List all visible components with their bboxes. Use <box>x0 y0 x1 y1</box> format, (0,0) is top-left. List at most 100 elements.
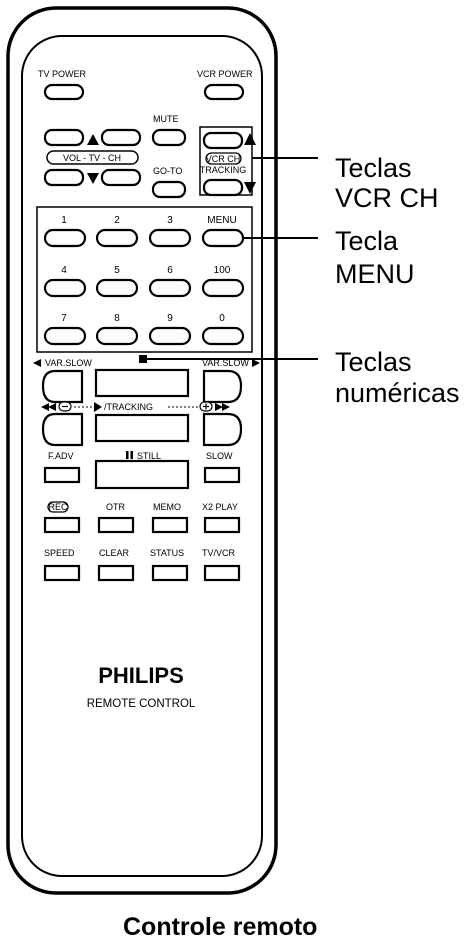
key-9-label: 9 <box>167 313 173 324</box>
still-label: STILL <box>137 451 161 461</box>
key-3-button[interactable] <box>148 228 192 248</box>
clear-button[interactable] <box>97 564 135 582</box>
tracking-mid-label: /TRACKING <box>104 402 153 412</box>
slow-button[interactable] <box>203 466 241 484</box>
memo-label: MEMO <box>153 502 181 512</box>
play-arrow-icon <box>94 402 102 412</box>
vcr-ch-label: VCR CH <box>206 154 241 164</box>
key-8-label: 8 <box>114 313 120 324</box>
vcr-ch-pill <box>205 152 242 165</box>
vol-up-left-button[interactable] <box>43 128 85 147</box>
brand-logo: PHILIPS <box>98 663 184 688</box>
rec-label: REC <box>48 502 68 512</box>
var-slow-right-button[interactable] <box>202 369 243 404</box>
pause-bar-1-icon <box>126 451 129 459</box>
pause-bar-2-icon <box>130 451 133 459</box>
rewind-arrow-1-icon <box>41 403 49 411</box>
key-4-button[interactable] <box>43 278 87 298</box>
slow-label: SLOW <box>206 451 233 461</box>
vol-down-right-button[interactable] <box>100 168 142 187</box>
key-6-button[interactable] <box>148 278 192 298</box>
go-to-label: GO-TO <box>153 166 182 176</box>
status-label: STATUS <box>150 548 184 558</box>
menu-callout-line2: MENU <box>335 259 415 289</box>
var-slow-right-arrow-icon <box>252 359 260 367</box>
key-100-button[interactable] <box>201 278 245 298</box>
vcr-ch-down-arrow-icon <box>244 182 256 194</box>
x2-play-button[interactable] <box>203 516 241 534</box>
key-1-button[interactable] <box>43 228 87 248</box>
numeric-callout-line2: numéricas <box>335 378 460 408</box>
var-slow-left-arrow-icon <box>33 359 41 367</box>
vcr-ch-up-button[interactable] <box>202 131 244 150</box>
f-adv-button[interactable] <box>43 466 81 484</box>
rewind-button[interactable] <box>41 412 84 447</box>
tracking-label: TRACKING <box>200 165 247 175</box>
vol-tv-ch-bar <box>46 150 139 165</box>
vol-tv-ch-label: VOL - TV - CH <box>63 153 121 163</box>
up-arrow-icon <box>87 134 99 145</box>
key-4-label: 4 <box>61 265 67 276</box>
key-5-label: 5 <box>114 265 120 276</box>
numeric-keys-box <box>36 206 253 353</box>
vol-down-left-button[interactable] <box>43 168 85 187</box>
fast-forward-button[interactable] <box>202 412 243 447</box>
fast-forward-arrow-1-icon <box>215 403 223 411</box>
vcr-ch-up-arrow-icon <box>244 133 256 145</box>
otr-label: OTR <box>106 502 125 512</box>
rec-button[interactable] <box>43 516 81 534</box>
brand-subtitle: REMOTE CONTROL <box>87 698 196 710</box>
vcr-power-label: VCR POWER <box>197 69 253 79</box>
mute-label: MUTE <box>153 114 179 124</box>
stop-button[interactable] <box>94 368 190 398</box>
rec-pill <box>47 501 69 513</box>
key-100-label: 100 <box>214 265 231 276</box>
key-7-button[interactable] <box>43 326 87 346</box>
vcr-ch-callout-line2: VCR CH <box>335 183 439 213</box>
var-slow-left-button[interactable] <box>41 369 84 404</box>
tv-vcr-label: TV/VCR <box>202 548 236 558</box>
play-button[interactable] <box>94 413 190 443</box>
go-to-button[interactable] <box>151 180 187 199</box>
key-0-label: 0 <box>219 313 225 324</box>
f-adv-label: F.ADV <box>48 451 74 461</box>
vcr-ch-callout-line1: Teclas <box>335 153 412 183</box>
remote-body-inner <box>21 35 263 877</box>
speed-label: SPEED <box>44 548 75 558</box>
key-5-button[interactable] <box>95 278 139 298</box>
key-2-label: 2 <box>114 215 120 226</box>
vcr-ch-down-button[interactable] <box>202 178 244 197</box>
vcr-power-button[interactable] <box>203 83 245 101</box>
key-7-label: 7 <box>61 313 67 324</box>
tv-power-button[interactable] <box>43 83 85 101</box>
key-2-button[interactable] <box>95 228 139 248</box>
key-6-label: 6 <box>167 265 173 276</box>
var-slow-right-label: VAR.SLOW <box>202 358 249 368</box>
x2-play-label: X2 PLAY <box>202 502 238 512</box>
mute-button[interactable] <box>151 128 187 147</box>
tv-vcr-button[interactable] <box>203 564 241 582</box>
speed-button[interactable] <box>43 564 81 582</box>
numeric-callout-line1: Teclas <box>335 347 412 377</box>
key-3-label: 3 <box>167 215 173 226</box>
vol-up-right-button[interactable] <box>100 128 142 147</box>
figure-caption: Controle remoto <box>123 913 317 941</box>
tv-power-label: TV POWER <box>38 69 87 79</box>
otr-button[interactable] <box>97 516 135 534</box>
stop-square-icon <box>139 355 147 363</box>
key-9-button[interactable] <box>148 326 192 346</box>
rewind-arrow-2-icon <box>48 403 56 411</box>
fast-forward-arrow-2-icon <box>222 403 230 411</box>
memo-button[interactable] <box>151 516 189 534</box>
key-8-button[interactable] <box>95 326 139 346</box>
menu-button[interactable] <box>201 228 245 248</box>
still-button[interactable] <box>94 459 190 490</box>
var-slow-left-label: VAR.SLOW <box>45 358 92 368</box>
status-button[interactable] <box>151 564 189 582</box>
down-arrow-icon <box>87 173 99 184</box>
menu-key-label: MENU <box>207 215 236 226</box>
key-1-label: 1 <box>61 215 67 226</box>
menu-callout-line1: Tecla <box>335 226 399 256</box>
key-0-button[interactable] <box>201 326 245 346</box>
